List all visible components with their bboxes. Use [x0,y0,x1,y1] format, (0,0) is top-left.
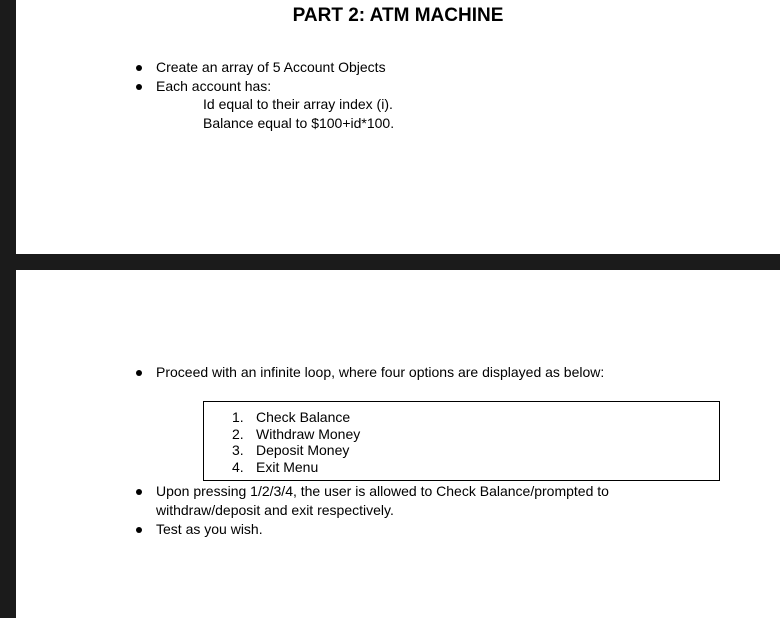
sub-item: Id equal to their array index (i). [203,96,393,112]
menu-item: 2. Withdraw Money [232,426,360,442]
bullet-text: Test as you wish. [156,521,263,537]
menu-item-label: Exit Menu [256,459,319,475]
bullet-item: Each account has: [136,77,272,96]
menu-item: 1. Check Balance [232,409,350,425]
menu-item: 3. Deposit Money [232,442,349,458]
bullet-text-continuation: withdraw/deposit and exit respectively. [156,502,394,518]
bullet-text: Proceed with an infinite loop, where fou… [156,364,605,380]
bullet-item: Create an array of 5 Account Objects [136,58,386,77]
menu-item-number: 2. [232,426,244,442]
menu-item: 4. Exit Menu [232,459,318,475]
bullet-dot-icon [136,488,142,495]
bullet-item: Upon pressing 1/2/3/4, the user is allow… [136,482,609,520]
menu-item-label: Check Balance [256,409,351,425]
bullet-item: Test as you wish. [136,520,263,539]
menu-item-number: 3. [232,442,244,458]
bullet-dot-icon [136,526,142,533]
bullet-text: Create an array of 5 Account Objects [156,59,386,75]
menu-options-box: 1. Check Balance 2. Withdraw Money 3. Depos… [203,401,720,481]
bullet-text: Upon pressing 1/2/3/4, the user is allow… [156,483,609,499]
bullet-dot-icon [136,64,142,71]
document-page-2: Proceed with an infinite loop, where fou… [16,270,780,618]
menu-item-number: 4. [232,459,244,475]
document-page-1: PART 2: ATM MACHINE Create an array of 5… [16,0,780,254]
bullet-dot-icon [136,83,142,90]
page-title: PART 2: ATM MACHINE [292,5,504,26]
menu-item-label: Withdraw Money [256,426,361,442]
bullet-item: Proceed with an infinite loop, where fou… [136,363,605,382]
sub-item: Balance equal to $100+id*100. [203,115,395,131]
menu-item-label: Deposit Money [256,442,350,458]
bullet-text: Each account has: [156,78,272,94]
bullet-dot-icon [136,369,142,376]
menu-item-number: 1. [232,409,244,425]
